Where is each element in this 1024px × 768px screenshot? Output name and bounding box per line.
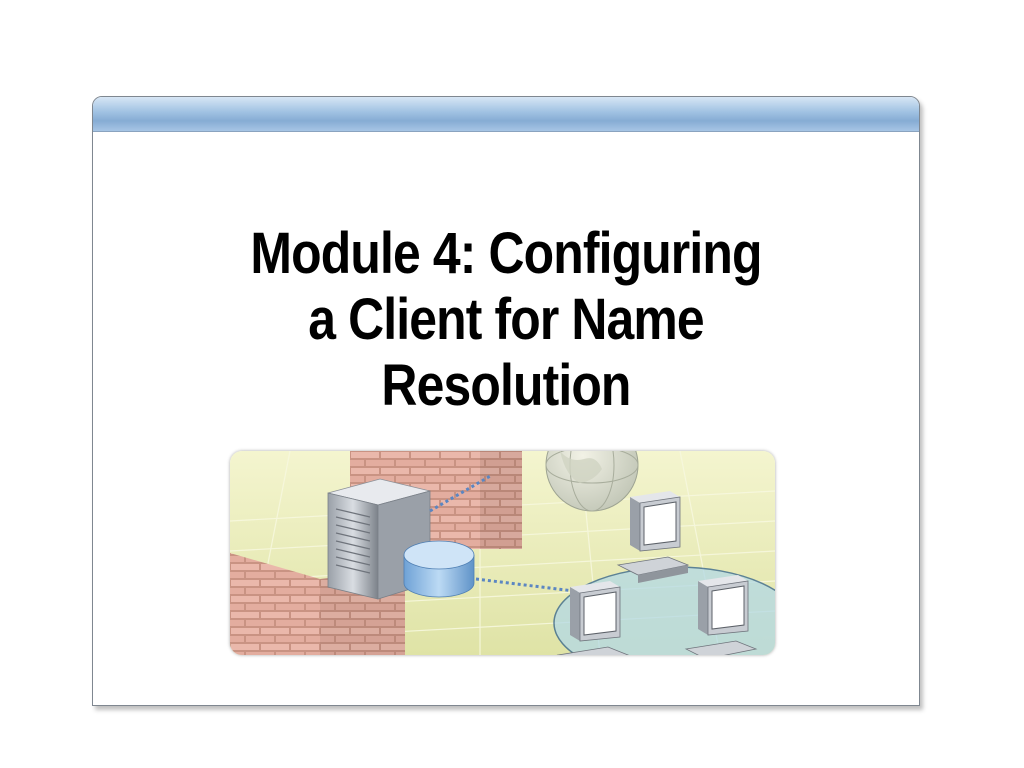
slide-title-line-1: Module 4: Configuring xyxy=(250,221,762,286)
slide-title-line-3: Resolution xyxy=(381,353,631,418)
client-computer-icon xyxy=(616,491,690,583)
client-computer-icon xyxy=(684,575,758,655)
slide-frame: Module 4: Configuring a Client for Name … xyxy=(92,96,920,706)
globe-icon xyxy=(545,451,639,512)
database-icon xyxy=(403,540,475,598)
slide-title: Module 4: Configuring a Client for Name … xyxy=(151,221,861,419)
network-illustration xyxy=(230,451,775,655)
client-computer-icon xyxy=(556,581,630,655)
network-illustration-svg xyxy=(230,451,775,655)
slide-title-line-2: a Client for Name xyxy=(308,287,704,352)
network-link xyxy=(475,577,575,593)
slide-title-bar xyxy=(93,97,919,132)
